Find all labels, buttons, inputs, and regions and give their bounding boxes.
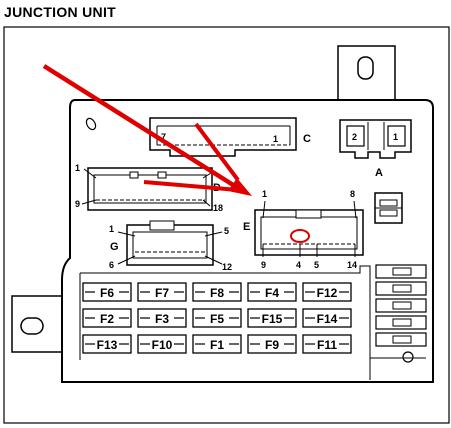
diagram-title: JUNCTION UNIT [4, 4, 117, 20]
side-fuse [375, 298, 427, 313]
arrow-shaft-long [42, 64, 240, 190]
fuse-f3: F3 [137, 308, 187, 328]
side-fuse [375, 281, 427, 296]
fuse-f13: F13 [82, 334, 132, 354]
fuse-label: F10 [152, 338, 173, 352]
fuse-label: F14 [317, 312, 338, 326]
connector-g-pin-1: 1 [109, 224, 114, 234]
connector-d-pin-18: 18 [213, 203, 223, 213]
connector-e-label: E [243, 221, 250, 233]
connector-a-label: A [375, 167, 383, 179]
fuse-f14: F14 [302, 308, 352, 328]
connector-d: 1 9 18 D [75, 163, 223, 213]
connector-e-pin-14: 14 [347, 260, 357, 270]
connector-e: 1 8 9 4 5 14 E [243, 189, 364, 270]
connector-a-pin-1: 1 [393, 132, 398, 142]
connector-c-pin-1: 1 [273, 134, 278, 144]
fuse-f5: F5 [192, 308, 242, 328]
connector-e-pin-8: 8 [350, 189, 355, 199]
screw-hole [402, 351, 414, 363]
connector-e-pin-5: 5 [314, 260, 319, 270]
fuse-f2: F2 [82, 308, 132, 328]
fuse-f6: F6 [82, 282, 132, 302]
fuse-label: F1 [210, 338, 224, 352]
connector-g-label: G [110, 241, 119, 253]
arrow-shaft-lower [143, 180, 239, 192]
connector-g-pin-6: 6 [109, 260, 114, 270]
fuse-label: F2 [100, 312, 114, 326]
side-fuse-strip [375, 264, 427, 347]
fuse-label: F3 [155, 312, 169, 326]
highlighted-pin [290, 229, 310, 243]
fuse-f12: F12 [302, 282, 352, 302]
outer-frame [3, 26, 450, 424]
screw-hole [85, 117, 97, 131]
fuse-f8: F8 [192, 282, 242, 302]
connector-d-pin-9: 9 [75, 199, 80, 209]
connector-g-pin-12: 12 [222, 262, 232, 272]
red-arrows [42, 64, 252, 196]
fuse-f11: F11 [302, 334, 352, 354]
connector-g-pin-5: 5 [224, 226, 229, 236]
fuse-f1: F1 [192, 334, 242, 354]
fuse-label: F8 [210, 286, 224, 300]
fuse-label: F4 [265, 286, 279, 300]
fuse-f7: F7 [137, 282, 187, 302]
side-fuse [375, 264, 427, 279]
fuse-label: F15 [262, 312, 283, 326]
fuse-f4: F4 [247, 282, 297, 302]
mounting-tab-top-right [337, 45, 396, 99]
fuse-f15: F15 [247, 308, 297, 328]
mounting-tab-left [11, 295, 62, 353]
connector-e-pin-1: 1 [262, 189, 267, 199]
connector-g: 1 5 6 12 G [109, 220, 232, 272]
connector-a-pin-2: 2 [352, 132, 357, 142]
fuse-f10: F10 [137, 334, 187, 354]
fuse-label: F13 [97, 338, 118, 352]
connector-e-pin-4: 4 [296, 260, 301, 270]
side-fuse [375, 315, 427, 330]
fuse-label: F6 [100, 286, 114, 300]
connector-c-label: C [303, 133, 311, 145]
connector-d-pin-1: 1 [75, 163, 80, 173]
side-fuse [375, 332, 427, 347]
fuse-label: F7 [155, 286, 169, 300]
fuse-label: F9 [265, 338, 279, 352]
arrow-shaft-upper [194, 122, 240, 182]
fuse-panel-outline [80, 265, 371, 380]
fuse-label: F11 [317, 338, 337, 352]
connector-c: 7 1 8 C [149, 117, 311, 177]
fuse-label: F12 [317, 286, 338, 300]
fuse-f9: F9 [247, 334, 297, 354]
fuse-label: F5 [210, 312, 224, 326]
connector-e-pin-9: 9 [261, 260, 266, 270]
connector-c-pin-7: 7 [161, 132, 166, 142]
small-relay [374, 192, 403, 224]
connector-a: 2 1 A [339, 119, 412, 179]
